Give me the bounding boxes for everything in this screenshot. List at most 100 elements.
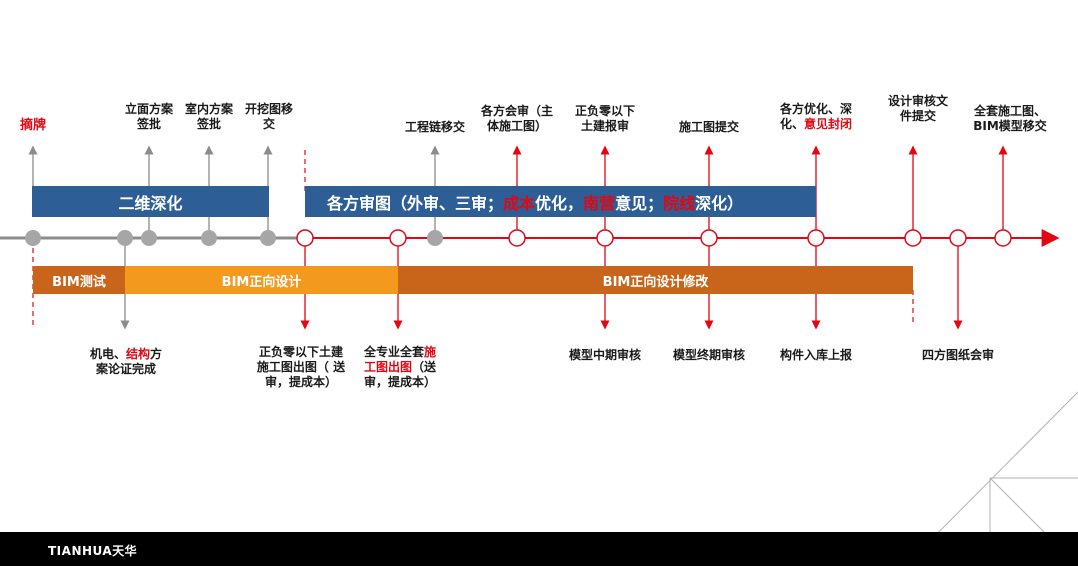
label-segment: 审，提成本）: [264, 375, 337, 389]
label-moxing-zhongqi-final: 模型终期审核: [660, 348, 758, 363]
label-line: 四方图纸会审: [908, 348, 1008, 363]
label-segment: 机电、: [89, 347, 126, 361]
brand-logo: TIANHUA天华: [48, 544, 138, 558]
label-youhua-shenhua: 各方优化、深化、意见封闭: [766, 102, 866, 132]
label-segment: 施工图出图（ 送: [256, 360, 346, 374]
label-limian-fangan: 立面方案签批: [114, 102, 184, 132]
label-segment: 审，提成本）: [363, 375, 436, 389]
label-segment: 交: [262, 117, 275, 131]
label-line: 工程链移交: [392, 120, 478, 135]
label-line: 全套施工图、: [960, 104, 1060, 119]
label-line: BIM模型移交: [960, 119, 1060, 134]
label-line: 审，提成本）: [246, 375, 356, 390]
band-bim-ceshi: BIM测试: [33, 266, 125, 294]
label-segment: 构件入库上报: [779, 348, 852, 362]
label-line: 摘牌: [15, 118, 51, 133]
label-shinei-fangan: 室内方案签批: [174, 102, 244, 132]
label-line: 开挖图移: [235, 102, 303, 117]
label-line: 工图出图（送: [350, 360, 450, 375]
milestone-node: [389, 229, 407, 247]
milestone-node: [700, 229, 718, 247]
label-zhengfu-baoshen: 正负零以下土建报审: [565, 104, 645, 134]
label-sifang-huishen: 四方图纸会审: [908, 348, 1008, 363]
label-line: 设计审核文: [876, 94, 960, 109]
label-segment: 工程链移交: [404, 120, 465, 134]
label-line: 构件入库上报: [767, 348, 865, 363]
label-segment: 正负零以下: [574, 104, 635, 118]
label-segment: 摘牌: [19, 118, 46, 133]
label-quantao-yijiao: 全套施工图、BIM模型移交: [960, 104, 1060, 134]
label-line: 施工图出图（ 送: [246, 360, 356, 375]
band-text: 各方审图（外审、三审；: [327, 193, 504, 213]
label-line: 室内方案: [174, 102, 244, 117]
label-segment: 案论证完成: [95, 362, 156, 376]
label-line: 签批: [174, 117, 244, 132]
milestone-node: [296, 229, 314, 247]
label-segment: 意见封闭: [804, 117, 853, 131]
milestone-node: [260, 230, 276, 246]
footer-bar: [0, 532, 1078, 566]
label-segment: 工图出图: [363, 360, 412, 374]
label-segment: 各方会审（主: [480, 104, 553, 118]
label-segment: 开挖图移: [244, 102, 293, 116]
band-text: BIM正向设计修改: [602, 274, 709, 290]
label-line: 正负零以下: [565, 104, 645, 119]
label-zhengfu-chutu: 正负零以下土建施工图出图（ 送审，提成本）: [246, 345, 356, 390]
label-quanzhuanye-chutu: 全专业全套施工图出图（送审，提成本）: [350, 345, 450, 390]
label-zhaipai: 摘牌: [15, 118, 51, 133]
band-text: 优化，: [535, 193, 584, 213]
label-segment: 全专业全套: [363, 345, 424, 359]
label-segment: 签批: [136, 117, 161, 131]
label-segment: 各方优化、深: [779, 102, 852, 116]
label-kaiwa-tu: 开挖图移交: [235, 102, 303, 132]
label-segment: 体施工图）: [486, 119, 547, 133]
label-line: 机电、结构方: [80, 347, 172, 362]
label-line: 模型中期审核: [556, 348, 654, 363]
band-text: 二维深化: [118, 193, 183, 213]
label-line: 案论证完成: [80, 362, 172, 377]
band-text: BIM正向设计: [221, 274, 302, 290]
label-line: 件提交: [876, 109, 960, 124]
band-text: 深化）: [695, 193, 744, 213]
band-bim-xiugai: BIM正向设计修改: [398, 266, 913, 294]
milestone-node: [596, 229, 614, 247]
label-segment: 结构: [125, 347, 150, 361]
label-line: 审，提成本）: [350, 375, 450, 390]
label-segment: 四方图纸会审: [921, 348, 994, 362]
label-line: 立面方案: [114, 102, 184, 117]
milestone-node: [201, 230, 217, 246]
milestone-node: [949, 229, 967, 247]
label-line: 模型终期审核: [660, 348, 758, 363]
label-segment: 设计审核文: [887, 94, 948, 108]
milestone-node: [141, 230, 157, 246]
milestone-node: [994, 229, 1012, 247]
label-segment: 室内方案: [184, 102, 233, 116]
label-segment: 施工图提交: [678, 120, 739, 134]
label-gongcheng-lian: 工程链移交: [392, 120, 478, 135]
label-sheji-shenhe: 设计审核文件提交: [876, 94, 960, 124]
label-line: 全专业全套施: [350, 345, 450, 360]
band-erwei-shenhua: 二维深化: [32, 186, 269, 217]
label-line: 施工图提交: [666, 120, 752, 135]
label-line: 各方会审（主: [468, 104, 566, 119]
band-bim-zhengxiang: BIM正向设计: [125, 266, 398, 294]
label-segment: 施: [424, 345, 437, 359]
milestone-node: [427, 230, 443, 246]
label-goujian-ruku: 构件入库上报: [767, 348, 865, 363]
band-text: 意见；: [615, 193, 664, 213]
label-segment: 土建报审: [580, 119, 629, 133]
band-text: BIM测试: [52, 274, 106, 290]
label-segment: 全套施工图、: [973, 104, 1046, 118]
milestone-node: [904, 229, 922, 247]
label-segment: 正负零以下土建: [258, 345, 343, 359]
label-segment: 件提交: [899, 109, 936, 123]
milestone-node: [807, 229, 825, 247]
label-line: 交: [235, 117, 303, 132]
label-segment: 立面方案: [124, 102, 173, 116]
milestone-node: [117, 230, 133, 246]
label-segment: 签批: [196, 117, 221, 131]
label-line: 各方优化、深: [766, 102, 866, 117]
band-text: 成本: [503, 193, 536, 213]
milestone-node: [508, 229, 526, 247]
label-segment: BIM模型移交: [973, 119, 1047, 133]
